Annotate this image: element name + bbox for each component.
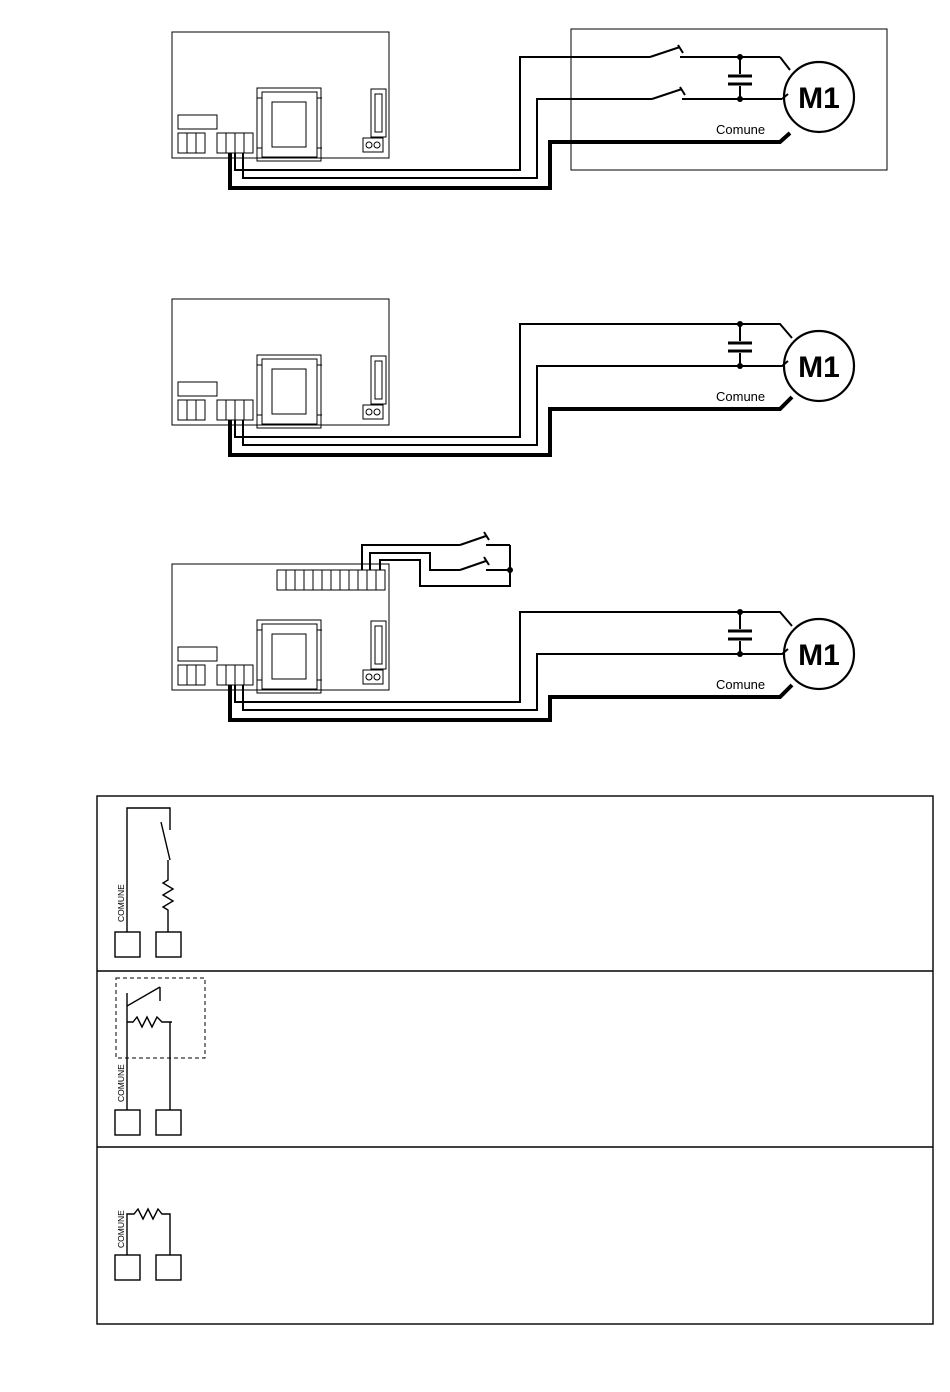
- row-1-switch-with-resistor: COMUNE: [115, 808, 181, 957]
- diagram-3-limit-switch-inputs: M1 Comune: [172, 532, 854, 720]
- capacitor-1: [728, 54, 752, 102]
- wire-open-3: [235, 612, 792, 702]
- common-label-3: Comune: [716, 677, 765, 692]
- control-board-1: [172, 32, 389, 161]
- wire-limit-a: [362, 545, 460, 570]
- motor-label-1: M1: [798, 82, 840, 115]
- common-label-2: Comune: [716, 389, 765, 404]
- control-board-3: [172, 564, 389, 693]
- accessory-wiring-table: COMUNE COMUNE COMUNE: [97, 796, 933, 1324]
- common-label-1: Comune: [716, 122, 765, 137]
- control-board-2: [172, 299, 389, 428]
- common-terminal-label-1: COMUNE: [116, 884, 126, 922]
- wire-open-2: [235, 324, 792, 437]
- wire-open-1: [235, 57, 650, 170]
- input-terminal-strip: [277, 570, 385, 590]
- common-terminal-label-2: COMUNE: [116, 1064, 126, 1102]
- wire-close-1: [243, 99, 652, 178]
- diagram-1-limit-switch-wiring: M1 Comune: [172, 29, 887, 188]
- motor-label-3: M1: [798, 639, 840, 672]
- row-2-relay-with-resistor: COMUNE: [115, 978, 205, 1135]
- capacitor-2: [728, 321, 752, 369]
- limit-switch-close: [652, 87, 782, 99]
- diagram-2-direct-wiring: M1 Comune: [172, 299, 854, 455]
- limit-switch-a: [460, 532, 510, 545]
- wire-close-3: [243, 649, 788, 710]
- wire-close-2: [243, 361, 788, 445]
- wire-limit-common: [380, 545, 510, 586]
- limit-switch-b: [460, 557, 510, 570]
- wire-common-2: [230, 397, 792, 455]
- capacitor-3: [728, 609, 752, 657]
- row-3-resistor-only: COMUNE: [115, 1209, 181, 1280]
- motor-label-2: M1: [798, 351, 840, 384]
- common-terminal-label-3: COMUNE: [116, 1210, 126, 1248]
- wire-limit-b: [370, 553, 460, 570]
- limit-switch-open: [650, 45, 780, 57]
